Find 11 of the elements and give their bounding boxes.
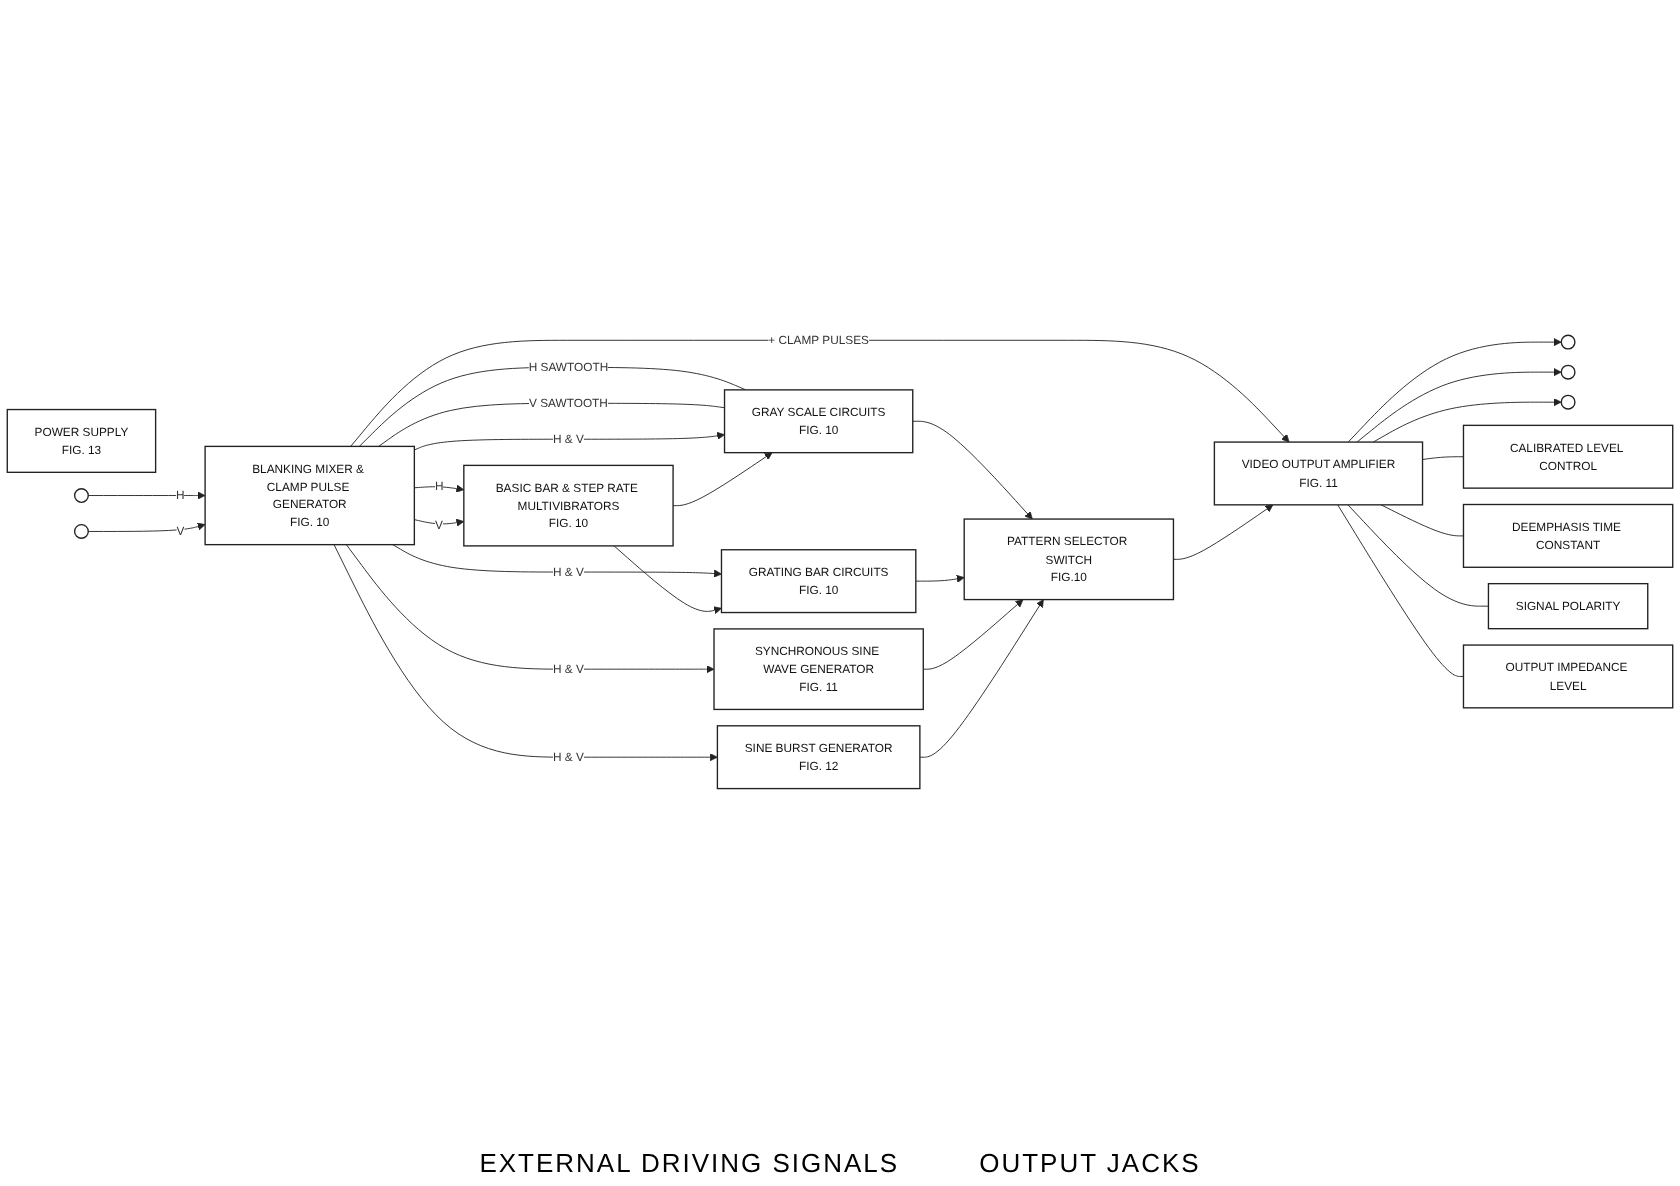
node-circle bbox=[1560, 364, 1576, 380]
connector bbox=[1337, 504, 1464, 677]
note-label: OUTPUT JACKS bbox=[979, 1148, 1201, 1178]
node-circle bbox=[1560, 394, 1576, 410]
note-label: EXTERNAL DRIVING SIGNALS bbox=[479, 1148, 900, 1178]
node-circle bbox=[73, 523, 89, 539]
node-circle bbox=[1560, 334, 1576, 350]
connector bbox=[1422, 456, 1464, 460]
connector bbox=[1347, 504, 1489, 607]
connector bbox=[1380, 504, 1464, 537]
node-circle bbox=[73, 488, 89, 503]
